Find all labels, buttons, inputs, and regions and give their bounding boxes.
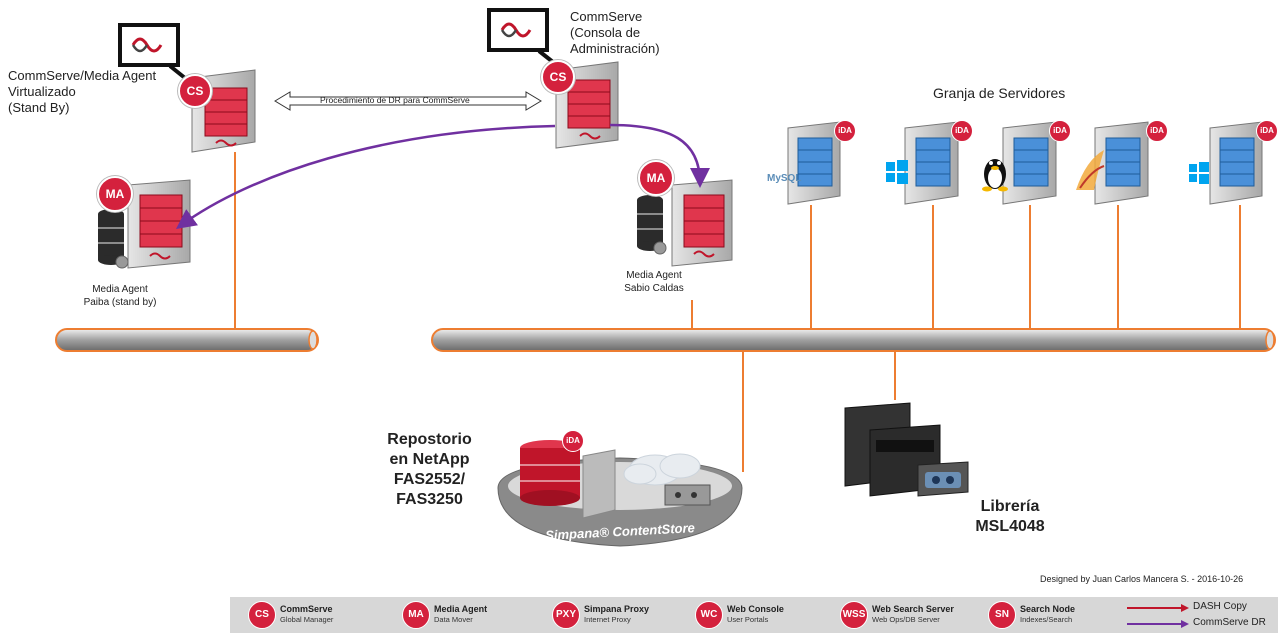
windows-logo-icon: [886, 160, 908, 184]
windows-logo-icon: [1189, 162, 1209, 184]
commserve-standby-label: CommServe/Media Agent Virtualizado (Stan…: [8, 68, 157, 115]
content-store-icon: [497, 440, 743, 547]
legend-desc: Indexes/Search: [1020, 615, 1073, 624]
server-farm: [787, 121, 1263, 205]
media-agent-paiba-server-icon: [98, 179, 191, 269]
media-agent-badge: MA: [638, 160, 674, 196]
legend-desc: User Portals: [727, 615, 769, 624]
media-agent-sabio-label: Media Agent Sabio Caldas: [624, 270, 684, 294]
legend-badge: WC: [695, 601, 723, 629]
mysql-label: MySQL: [767, 173, 802, 184]
legend-name: Web Console: [727, 604, 784, 614]
legend-line-keys: [1127, 604, 1189, 628]
commserve-console-label: CommServe (Consola de Administración): [570, 9, 660, 56]
sql-server-icon: [1076, 121, 1149, 205]
ida-badge: iDA: [834, 120, 856, 142]
mysql-server-icon: [787, 121, 841, 205]
windows-server-icon: [1189, 121, 1263, 205]
legend-name: CommServe: [280, 604, 333, 614]
commserve-badge: CS: [541, 60, 575, 94]
legend-desc: Internet Proxy: [584, 615, 631, 624]
legend-desc: Data Mover: [434, 615, 473, 624]
ida-badge: iDA: [562, 430, 584, 452]
legend-name: Search Node: [1020, 604, 1076, 614]
disk-stack-icon: [520, 440, 580, 506]
commserve-dr-arrow: [175, 124, 556, 229]
cloud-icon: [623, 453, 701, 486]
legend-badge: WSS: [840, 601, 868, 629]
ida-badge: iDA: [1256, 120, 1278, 142]
linux-server-icon: [982, 121, 1057, 205]
legend-commserve-dr: CommServe DR: [1193, 617, 1266, 628]
legend-name: Web Search Server: [872, 604, 954, 614]
library-label: Librería MSL4048: [975, 498, 1045, 535]
dr-procedure-label: Procedimiento de DR para CommServe: [320, 95, 470, 105]
media-agent-badge: MA: [97, 176, 133, 212]
legend-dash-copy: DASH Copy: [1193, 601, 1247, 612]
legend-badge: PXY: [552, 601, 580, 629]
credit-line: Designed by Juan Carlos Mancera S. - 201…: [1040, 574, 1244, 584]
legend-name: Simpana Proxy: [584, 604, 650, 614]
network-backbone-right: [431, 328, 1276, 352]
legend-badge: MA: [402, 601, 430, 629]
windows-server-icon: [886, 121, 959, 205]
legend-badge: SN: [988, 601, 1016, 629]
media-agent-paiba-label: Media Agent Paiba (stand by): [83, 284, 157, 308]
commserve-badge: CS: [178, 74, 212, 108]
legend-desc: Global Manager: [280, 615, 334, 624]
dr-procedure-arrow: [274, 91, 542, 111]
server-farm-title: Granja de Servidores: [933, 85, 1066, 101]
tape-library-icon: [844, 402, 969, 497]
tux-icon: [982, 159, 1008, 192]
ida-badge: iDA: [1146, 120, 1168, 142]
monitor-icon: [487, 8, 560, 68]
monitor-icon: [118, 23, 192, 84]
commserve-dr-arrow: [609, 123, 710, 188]
ida-badge: iDA: [951, 120, 973, 142]
network-drops: [234, 152, 1241, 472]
legend: CS CommServe Global Manager MA Media Age…: [230, 597, 1278, 633]
ida-badge: iDA: [1049, 120, 1071, 142]
media-agent-sabio-server-icon: [637, 179, 733, 267]
legend-badge: CS: [248, 601, 276, 629]
repository-label: Repostorio en NetApp FAS2552/ FAS3250: [387, 431, 472, 508]
legend-name: Media Agent: [434, 604, 488, 614]
legend-desc: Web Ops/DB Server: [872, 615, 940, 624]
network-backbone-left: [55, 328, 319, 352]
